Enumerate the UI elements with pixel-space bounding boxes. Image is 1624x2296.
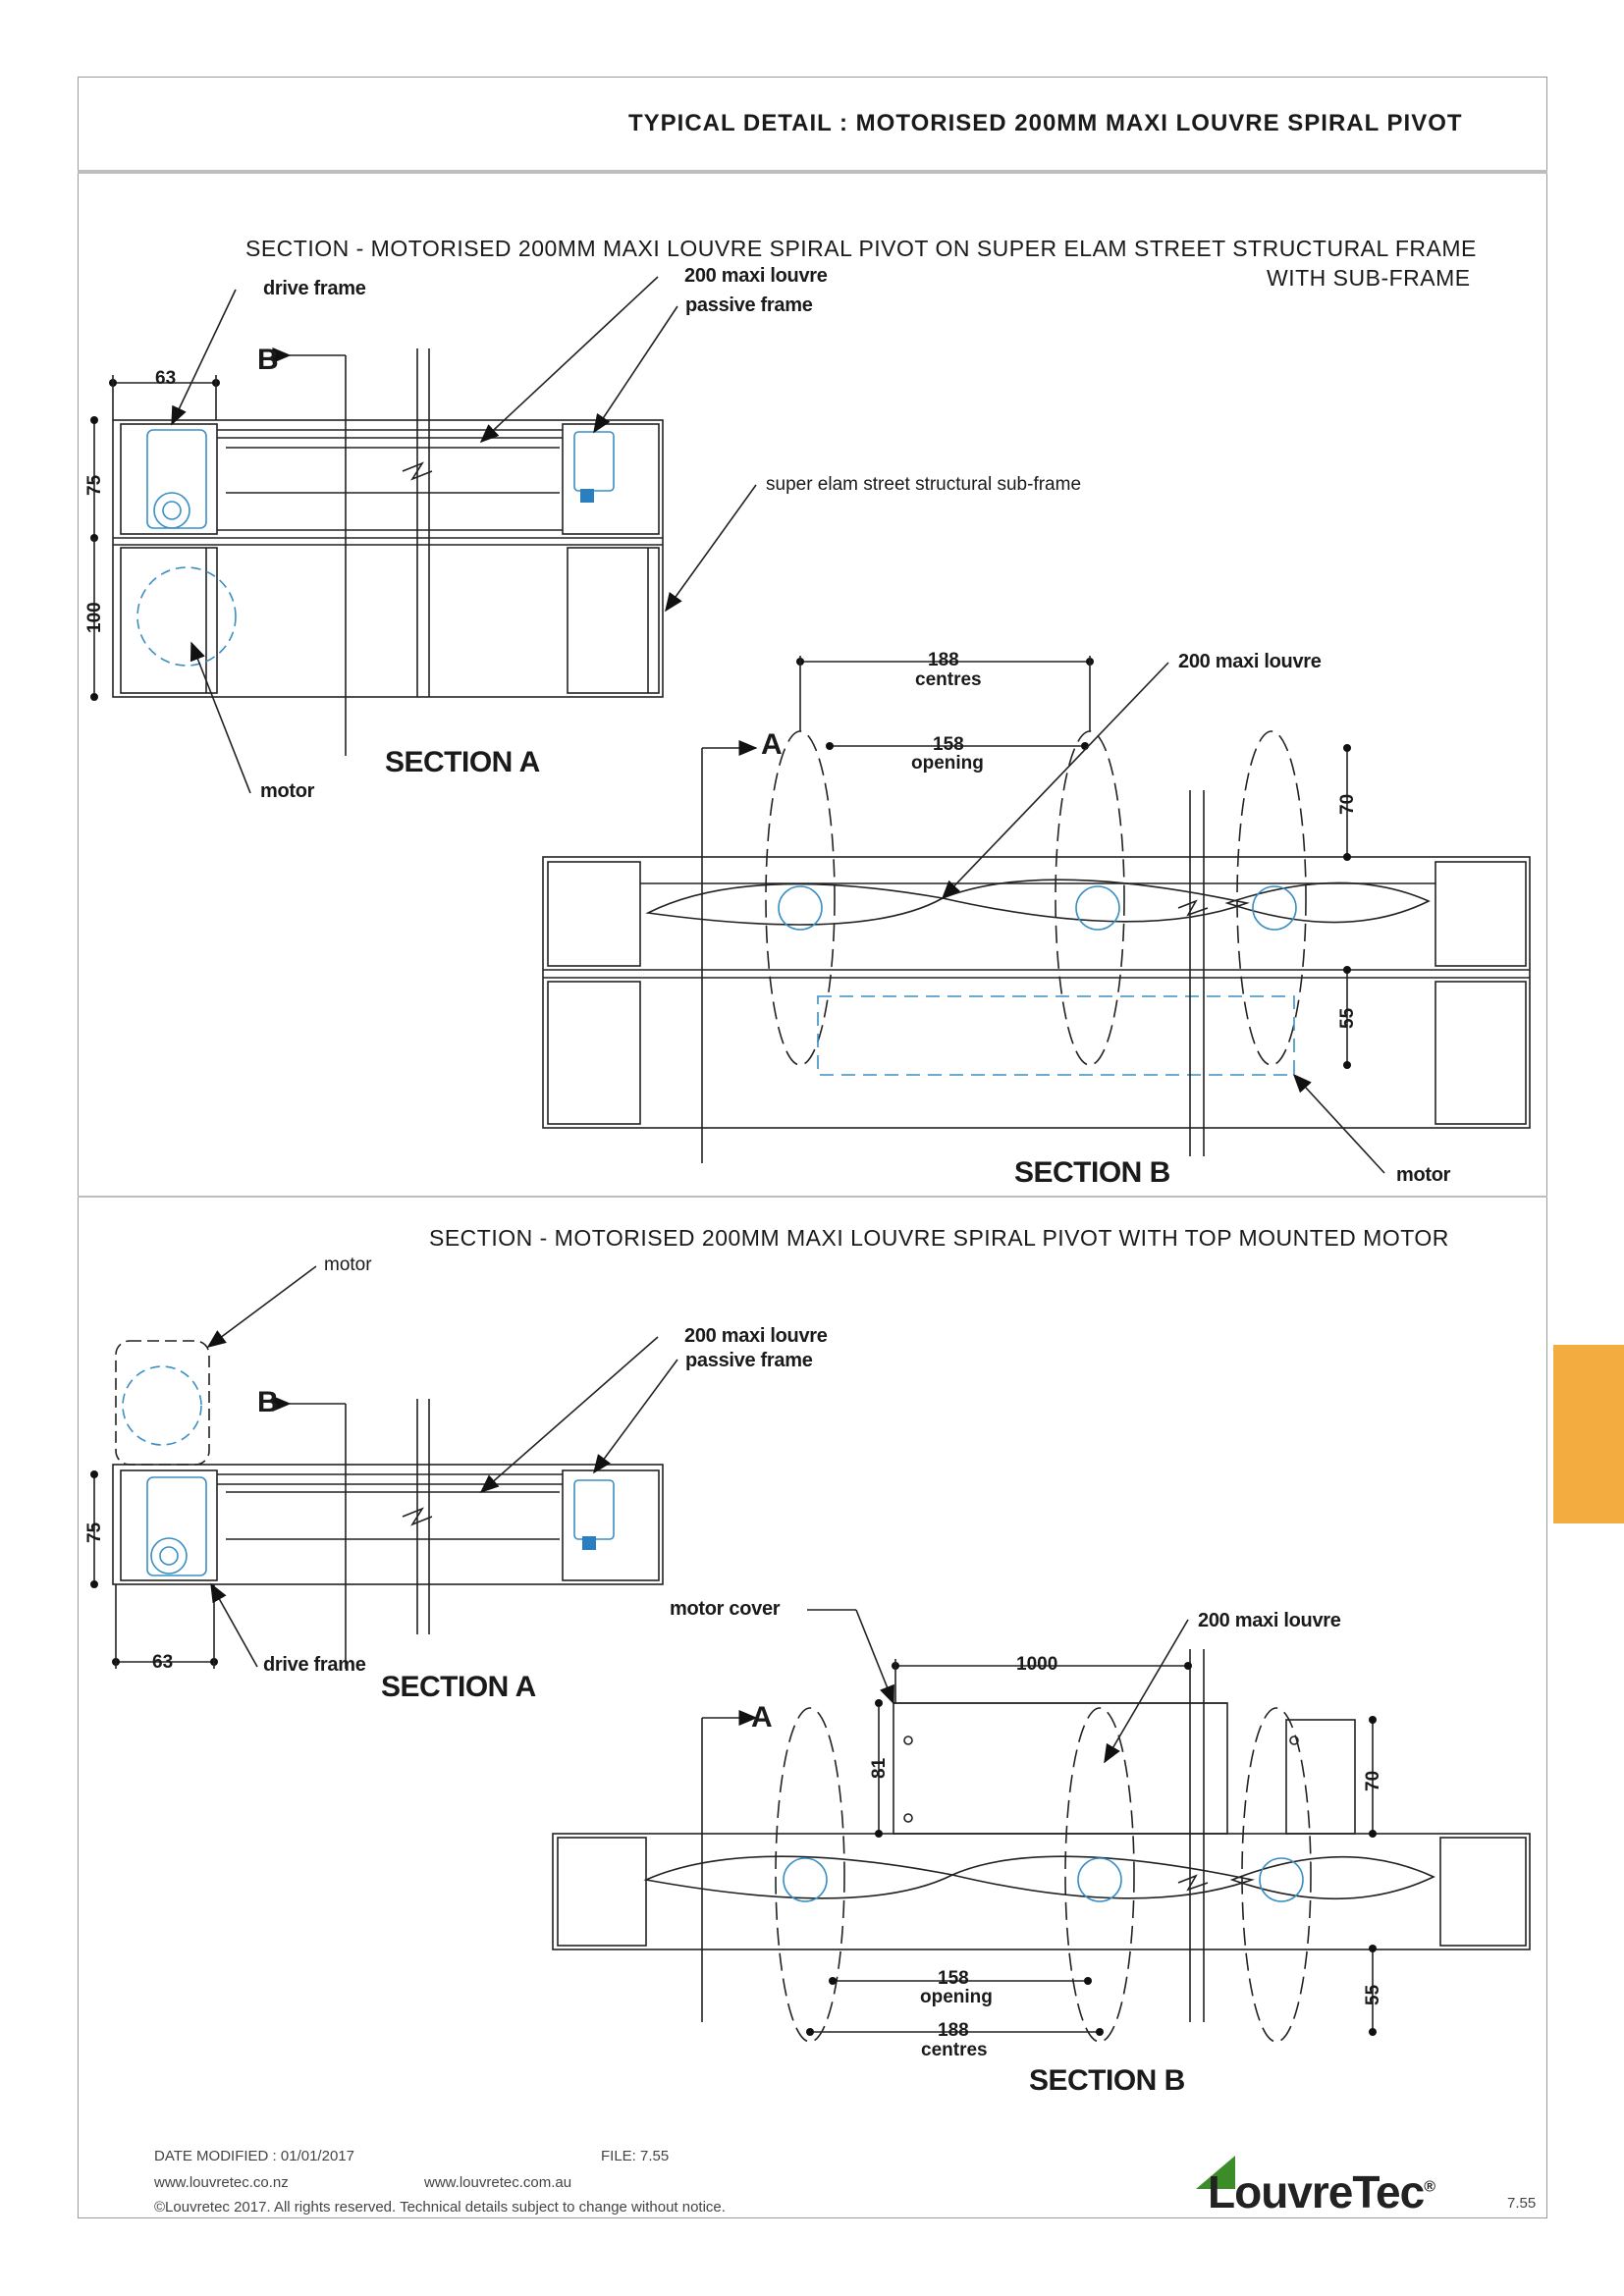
s1-label-sub-frame: super elam street structural sub-frame	[766, 474, 1082, 495]
s2-dim-70: 70	[1363, 1770, 1383, 1791]
section-divider	[78, 1196, 1547, 1198]
s2-section-b-title: SECTION B	[1029, 2064, 1185, 2097]
footer-url-au[interactable]: www.louvretec.com.au	[424, 2174, 572, 2191]
s2-section-a-drawing	[90, 1265, 678, 1669]
s2-label-motor: motor	[324, 1255, 372, 1275]
footer-copyright: ©Louvretec 2017. All rights reserved. Te…	[154, 2199, 726, 2216]
s2-dim-81: 81	[869, 1757, 890, 1779]
footer-file: FILE: 7.55	[601, 2148, 670, 2164]
s1-dim-158: 158	[933, 734, 964, 755]
s1-label-maxi-louvre: 200 maxi louvre	[684, 265, 828, 287]
footer-url-nz[interactable]: www.louvretec.co.nz	[154, 2174, 289, 2191]
s1-section-a-title: SECTION A	[385, 746, 540, 778]
s1-section-b-drawing	[542, 656, 1531, 1174]
footer-page-number: 7.55	[1507, 2195, 1537, 2212]
logo-text: LouvreTec	[1208, 2166, 1425, 2217]
s2-dim-63: 63	[152, 1652, 174, 1673]
s2-label-maxi-louvre-b: 200 maxi louvre	[1198, 1610, 1341, 1631]
s1-dim-70: 70	[1337, 793, 1358, 815]
s2-dim-opening: opening	[920, 1987, 993, 2007]
footer-date: DATE MODIFIED : 01/01/2017	[154, 2148, 354, 2164]
brand-logo: LouvreTec®	[1208, 2165, 1435, 2218]
logo-mark-icon	[1196, 2156, 1235, 2189]
s2-title: SECTION - MOTORISED 200MM MAXI LOUVRE SP…	[429, 1225, 1449, 1251]
s1-label-motor: motor	[260, 780, 315, 802]
s1-section-b-title: SECTION B	[1014, 1156, 1170, 1189]
s1-dim-100: 100	[84, 602, 105, 633]
header-rule	[78, 170, 1547, 174]
s1-section-a-drawing	[90, 276, 757, 794]
s1-dim-75: 75	[84, 474, 105, 496]
s2-marker-a: A	[751, 1701, 773, 1734]
s1-label-motor-b: motor	[1396, 1164, 1451, 1186]
s1-dim-centres: centres	[915, 669, 982, 690]
s2-dim-188: 188	[938, 2020, 969, 2041]
s2-dim-1000: 1000	[1016, 1654, 1058, 1675]
logo-registered: ®	[1424, 2178, 1435, 2196]
page-frame	[78, 77, 1547, 2218]
s2-label-drive-frame: drive frame	[263, 1654, 366, 1676]
s1-dim-63: 63	[155, 368, 177, 389]
s1-title-line1: SECTION - MOTORISED 200MM MAXI LOUVRE SP…	[245, 236, 1477, 261]
s1-label-maxi-louvre-b: 200 maxi louvre	[1178, 651, 1322, 672]
s1-marker-b: B	[257, 344, 279, 376]
s1-dim-188: 188	[928, 650, 959, 670]
s2-section-b-drawing	[552, 1609, 1531, 2043]
chapter-tab	[1553, 1345, 1624, 1523]
s1-marker-a: A	[761, 728, 783, 761]
s2-label-motor-cover: motor cover	[670, 1598, 781, 1620]
s1-title-line2: WITH SUB-FRAME	[1267, 265, 1471, 291]
s2-marker-b: B	[257, 1386, 279, 1418]
s2-dim-75: 75	[84, 1522, 105, 1543]
s1-dim-opening: opening	[911, 753, 984, 774]
s2-label-passive-frame: passive frame	[685, 1350, 813, 1371]
s2-label-maxi-louvre: 200 maxi louvre	[684, 1325, 828, 1347]
s2-dim-centres: centres	[921, 2040, 988, 2060]
s2-dim-55: 55	[1363, 1984, 1383, 2005]
s2-dim-158: 158	[938, 1968, 969, 1989]
s2-section-a-title: SECTION A	[381, 1671, 536, 1703]
s1-label-passive-frame: passive frame	[685, 294, 813, 316]
s1-label-drive-frame: drive frame	[263, 278, 366, 299]
s1-dim-55: 55	[1337, 1007, 1358, 1029]
page-title: TYPICAL DETAIL : MOTORISED 200MM MAXI LO…	[628, 110, 1463, 136]
